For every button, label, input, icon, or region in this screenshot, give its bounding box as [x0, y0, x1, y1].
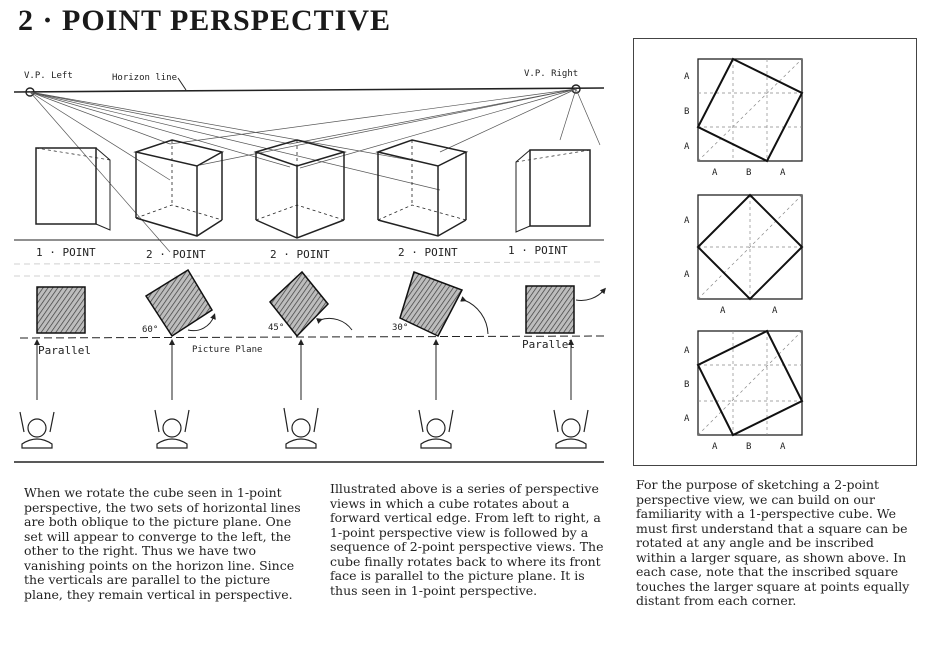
observer-3 — [283, 407, 319, 449]
sight-lines — [34, 339, 574, 400]
page-title: 2 · POINT PERSPECTIVE — [18, 4, 392, 37]
sq3-bottom-2: A — [780, 442, 786, 452]
view-label-2: 2 · POINT — [146, 248, 206, 261]
horizon-line-label: Horizon line — [112, 73, 177, 83]
sq1-bottom-1: B — [746, 168, 751, 178]
sq1-bottom-0: A — [712, 168, 718, 178]
vp-left-label: V.P. Left — [24, 71, 73, 81]
inscribed-square-2: A A A A — [684, 193, 804, 316]
horizon-line — [13, 87, 605, 93]
plan-square-2 — [144, 268, 214, 338]
sq3-left-0: A — [684, 346, 690, 356]
sq2-bottom-0: A — [720, 306, 726, 316]
sq1-bottom-2: A — [780, 168, 786, 178]
plane-label-parallel-left: Parallel — [38, 344, 91, 357]
plan-square-5 — [525, 285, 575, 334]
plane-label-parallel-right: Parallel — [522, 338, 575, 351]
sq2-bottom-1: A — [772, 306, 778, 316]
sq1-left-2: A — [684, 142, 690, 152]
angle-label-45: 45° — [268, 323, 284, 333]
angle-label-60: 60° — [142, 325, 158, 335]
inscribed-square-3: A B A A B A — [684, 329, 804, 452]
inscribed-squares-svg: A B A A B A A A A A — [684, 57, 804, 452]
cube-2-point-45 — [253, 139, 347, 239]
view-label-1: 1 · POINT — [36, 246, 96, 259]
plan-square-1 — [36, 286, 86, 334]
vp-left-marker — [25, 87, 35, 97]
sq3-bottom-0: A — [712, 442, 718, 452]
converging-lines — [29, 88, 601, 253]
angle-label-30: 30° — [392, 323, 408, 333]
plane-label-picture-plane: Picture Plane — [192, 345, 262, 355]
inscribed-square-1: A B A A B A — [684, 57, 804, 178]
cube-1-point-left — [35, 147, 111, 231]
cube-2-point-60 — [133, 139, 225, 237]
text-column-3: For the purpose of sketching a 2-point p… — [636, 477, 910, 608]
sq1-left-0: A — [684, 72, 690, 82]
observer-4 — [418, 409, 454, 449]
inscribed-squares-panel: A B A A B A A A A A — [633, 38, 917, 466]
cube-1-point-right — [515, 149, 591, 233]
vp-right-label: V.P. Right — [524, 69, 578, 79]
picture-plane-line — [19, 335, 605, 339]
sq1-left-1: B — [684, 107, 689, 117]
sq2-left-0: A — [684, 216, 690, 226]
view-label-3: 2 · POINT — [270, 248, 330, 261]
observer-1 — [19, 411, 55, 449]
text-column-1: When we rotate the cube seen in 1-point … — [24, 485, 301, 602]
sq2-left-1: A — [684, 270, 690, 280]
view-label-5: 1 · POINT — [508, 244, 568, 257]
plan-square-3 — [268, 270, 330, 338]
horizon-pointer — [177, 77, 187, 91]
view-label-4: 2 · POINT — [398, 246, 458, 259]
observer-2 — [154, 409, 190, 449]
sq3-left-2: A — [684, 414, 690, 424]
sq3-left-1: B — [684, 380, 689, 390]
cube-2-point-30 — [375, 139, 469, 237]
plan-square-4 — [399, 271, 464, 337]
text-column-2: Illustrated above is a series of perspec… — [330, 481, 604, 598]
sq3-bottom-1: B — [746, 442, 751, 452]
observer-5 — [553, 409, 589, 449]
vp-right-marker — [571, 84, 581, 94]
